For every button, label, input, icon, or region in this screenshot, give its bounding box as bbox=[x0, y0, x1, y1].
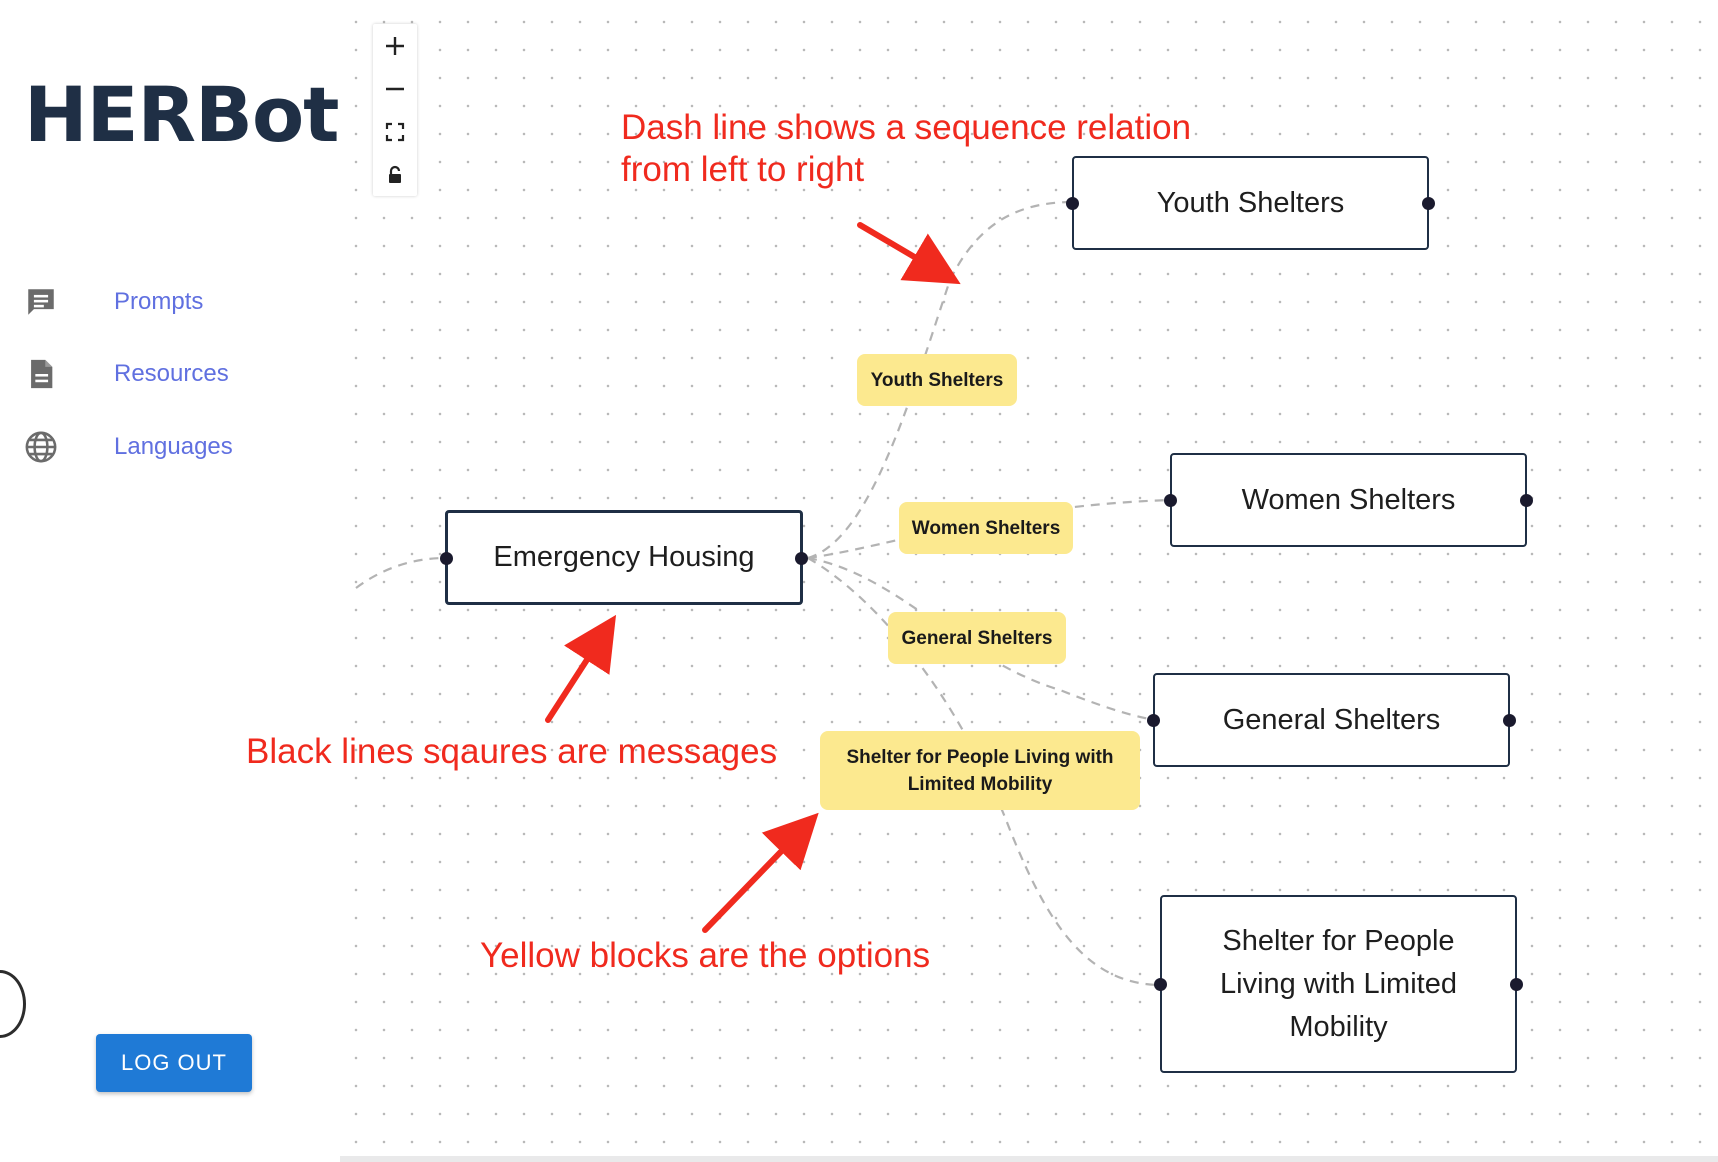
node-handle-right[interactable] bbox=[1510, 978, 1523, 991]
sidebar-item-label: Prompts bbox=[114, 288, 204, 315]
canvas-scrollbar[interactable] bbox=[340, 1156, 1718, 1162]
zoom-in-icon[interactable] bbox=[373, 24, 417, 67]
node-handle-right[interactable] bbox=[1520, 494, 1533, 507]
lock-icon[interactable] bbox=[373, 153, 417, 196]
sidebar-item-languages[interactable]: Languages bbox=[24, 425, 233, 469]
logout-button[interactable]: LOG OUT bbox=[96, 1034, 252, 1092]
annotation-black-lines: Black lines sqaures are messages bbox=[246, 732, 778, 771]
arrow-to-option bbox=[702, 812, 819, 933]
edge-emergency-mobility bbox=[807, 557, 1163, 987]
node-handle-right[interactable] bbox=[1422, 197, 1435, 210]
option-youth-shelters[interactable]: Youth Shelters bbox=[857, 354, 1017, 406]
message-text: General Shelters bbox=[1222, 703, 1441, 736]
message-text: Youth Shelters bbox=[1156, 186, 1345, 219]
option-general-shelters[interactable]: General Shelters bbox=[888, 612, 1066, 664]
node-handle-right[interactable] bbox=[795, 551, 808, 565]
sidebar-item-label: Resources bbox=[114, 360, 229, 387]
message-node-youth-shelters[interactable]: Youth Shelters bbox=[1066, 156, 1435, 250]
node-handle-left[interactable] bbox=[1066, 197, 1079, 210]
arrow-to-dash-line bbox=[857, 222, 961, 285]
message-text: Shelter for People Living with Limited M… bbox=[1220, 924, 1457, 1043]
zoom-out-icon[interactable] bbox=[373, 67, 417, 110]
annotation-dash-line-2: from left to right bbox=[621, 150, 865, 189]
message-node-limited-mobility[interactable]: Shelter for People Living with Limited M… bbox=[1154, 895, 1523, 1073]
chat-icon bbox=[24, 285, 58, 319]
app-logo: HERBot bbox=[24, 70, 340, 159]
node-handle-left[interactable] bbox=[1164, 494, 1177, 507]
zoom-controls bbox=[373, 24, 417, 196]
message-node-general-shelters[interactable]: General Shelters bbox=[1147, 673, 1516, 767]
annotation-dash-line: Dash line shows a sequence relation bbox=[621, 108, 1192, 147]
sidebar: HERBot Prompts Resources Languages LOG O… bbox=[0, 0, 340, 1162]
globe-icon bbox=[24, 430, 58, 464]
arrow-to-message bbox=[545, 614, 617, 723]
fit-view-icon[interactable] bbox=[373, 110, 417, 153]
edge-incoming bbox=[355, 556, 447, 589]
node-handle-left[interactable] bbox=[1154, 978, 1167, 991]
annotation-yellow-blocks: Yellow blocks are the options bbox=[480, 936, 931, 975]
document-icon bbox=[24, 357, 58, 391]
message-text: Emergency Housing bbox=[493, 541, 755, 573]
sidebar-item-prompts[interactable]: Prompts bbox=[24, 280, 203, 324]
node-handle-left[interactable] bbox=[1147, 714, 1160, 727]
node-handle-right[interactable] bbox=[1503, 714, 1516, 727]
node-handle-left[interactable] bbox=[440, 551, 453, 565]
sidebar-item-label: Languages bbox=[114, 433, 233, 460]
message-node-emergency-housing[interactable]: Emergency Housing bbox=[440, 510, 808, 605]
sidebar-item-resources[interactable]: Resources bbox=[24, 352, 229, 396]
edge-emergency-general bbox=[807, 556, 1157, 722]
option-women-shelters[interactable]: Women Shelters bbox=[899, 502, 1073, 554]
edge-emergency-youth bbox=[807, 200, 1074, 560]
option-limited-mobility[interactable]: Shelter for People Living with Limited M… bbox=[820, 731, 1140, 810]
message-text: Women Shelters bbox=[1241, 483, 1456, 516]
edge-emergency-women bbox=[807, 498, 1173, 560]
message-node-women-shelters[interactable]: Women Shelters bbox=[1164, 453, 1533, 547]
